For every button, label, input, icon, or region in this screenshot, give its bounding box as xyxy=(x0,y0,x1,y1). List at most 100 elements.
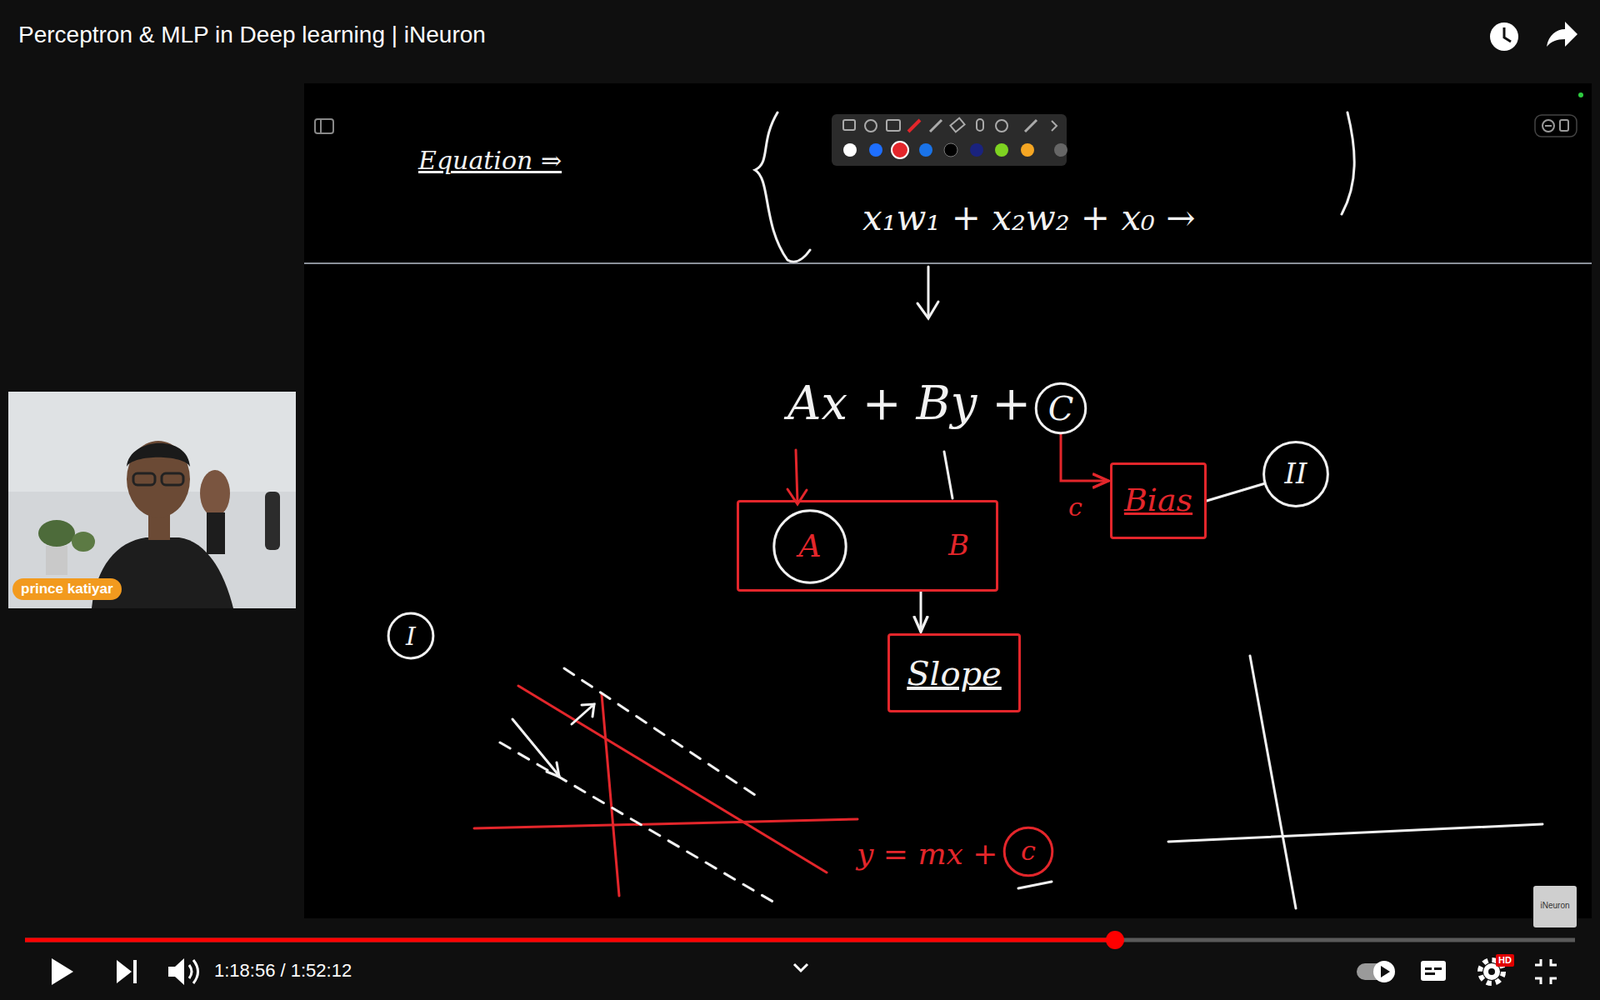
drawing-toolbar xyxy=(831,114,1068,166)
board-icons xyxy=(315,119,334,134)
webcam-feed xyxy=(45,545,68,575)
line-plot-sketch xyxy=(564,668,760,799)
player-controls xyxy=(133,960,137,984)
drawing-toolbar xyxy=(1051,120,1057,131)
player-controls xyxy=(1420,960,1446,981)
circle-outline xyxy=(1004,827,1053,876)
player-controls xyxy=(1550,978,1557,985)
player-controls xyxy=(168,958,185,985)
board-icons xyxy=(1578,92,1584,98)
drawing-toolbar xyxy=(976,119,984,131)
line-plot-sketch xyxy=(500,742,776,904)
circle-outline xyxy=(1264,442,1329,507)
board-icons xyxy=(1560,120,1569,131)
drawing-toolbar xyxy=(950,118,965,133)
line-plot-sketch xyxy=(474,819,858,829)
circle-outline xyxy=(1035,383,1086,434)
player-controls xyxy=(1488,968,1495,975)
board-icons xyxy=(1542,120,1555,132)
drawing-toolbar xyxy=(831,114,1067,166)
weighted-sum-equation: x₁w₁ + x₂w₂ + x₀ → xyxy=(862,198,1195,239)
player-controls xyxy=(794,964,808,971)
player-controls xyxy=(1425,967,1432,970)
whiteboard xyxy=(304,262,1592,265)
line-plot-sketch xyxy=(546,762,560,777)
player-controls xyxy=(1434,967,1442,970)
hand-arrow xyxy=(917,301,939,319)
progress-bar xyxy=(25,930,1575,950)
drawing-toolbar xyxy=(970,143,984,157)
player-controls xyxy=(1373,960,1395,983)
slope-box: Slope xyxy=(887,633,1021,713)
webcam-feed xyxy=(206,512,225,555)
title-bar-icons xyxy=(1490,22,1519,51)
line-plot-sketch xyxy=(581,704,595,717)
board-icons xyxy=(1545,125,1552,127)
player-controls xyxy=(189,965,192,979)
drawing-toolbar xyxy=(886,120,900,131)
board-icons xyxy=(1535,115,1577,137)
dash-connector xyxy=(1206,483,1265,501)
circle-outline xyxy=(388,613,434,659)
webcam-feed xyxy=(71,531,95,552)
webcam-feed xyxy=(265,491,280,550)
video-title: Perceptron & MLP in Deep learning | iNeu… xyxy=(18,21,486,49)
circle-outline xyxy=(774,510,846,583)
presenter-name-tag: prince katiyar xyxy=(12,578,122,600)
title-bar-icons xyxy=(1546,21,1578,47)
webcam-feed xyxy=(126,440,190,518)
drawing-toolbar xyxy=(843,120,855,130)
line-plot-sketch xyxy=(474,668,1052,904)
player-controls xyxy=(1550,959,1557,965)
drawing-toolbar xyxy=(944,143,958,157)
axes-sketch xyxy=(1168,655,1543,909)
drawing-toolbar xyxy=(1025,120,1037,132)
logo-badge xyxy=(1533,885,1577,928)
flow-arrow xyxy=(1060,434,1109,481)
handwritten-note: Equation ⇒ xyxy=(418,146,562,176)
drawing-toolbar xyxy=(995,143,1009,157)
player-controls xyxy=(1535,959,1541,965)
bias-box: Bias xyxy=(1110,462,1207,540)
drawing-toolbar xyxy=(869,143,883,157)
player-controls xyxy=(51,958,74,985)
drawing-toolbar xyxy=(930,120,942,132)
hand-arrow xyxy=(795,450,798,503)
watermark-logo: iNeuron xyxy=(1533,900,1577,911)
player-controls xyxy=(1425,972,1435,975)
brace xyxy=(755,112,810,262)
webcam-feed xyxy=(161,473,184,485)
drawing-toolbar xyxy=(865,120,877,132)
drawing-toolbar xyxy=(891,141,909,159)
drawing-toolbar xyxy=(995,120,1008,132)
intercept-circle: c xyxy=(1003,826,1054,877)
logo-badge xyxy=(1533,885,1577,928)
drawing-toolbar xyxy=(1020,143,1035,157)
node-label: c xyxy=(1020,836,1036,866)
player-controls xyxy=(116,960,132,984)
brace xyxy=(1341,112,1355,215)
drawing-toolbar xyxy=(1054,143,1068,157)
progress-bar xyxy=(25,938,1115,943)
title-bar-icons xyxy=(1490,21,1578,51)
node-label: B xyxy=(948,530,970,561)
parallel-circle: II xyxy=(1262,440,1330,508)
webcam-feed xyxy=(8,391,296,609)
slope-intercept-equation: y = mx + xyxy=(856,836,998,871)
line-equation: Ax + By + xyxy=(787,376,1031,430)
axes-sketch xyxy=(1168,824,1543,842)
whiteboard xyxy=(304,83,1592,919)
board-icons xyxy=(315,92,1584,137)
line-plot-sketch xyxy=(1018,881,1052,889)
node-label: C xyxy=(1048,390,1075,427)
webcam-feed xyxy=(8,391,296,609)
drawing-toolbar xyxy=(919,143,933,157)
node-label: Bias xyxy=(1124,483,1193,519)
drawing-toolbar xyxy=(843,143,857,157)
title-bar-icons xyxy=(1504,27,1511,42)
progress-bar xyxy=(1105,930,1125,950)
coefficient-box: BA xyxy=(736,500,999,592)
player-controls xyxy=(193,960,199,984)
axes-sketch xyxy=(1250,655,1296,909)
node-label: A xyxy=(798,529,821,565)
